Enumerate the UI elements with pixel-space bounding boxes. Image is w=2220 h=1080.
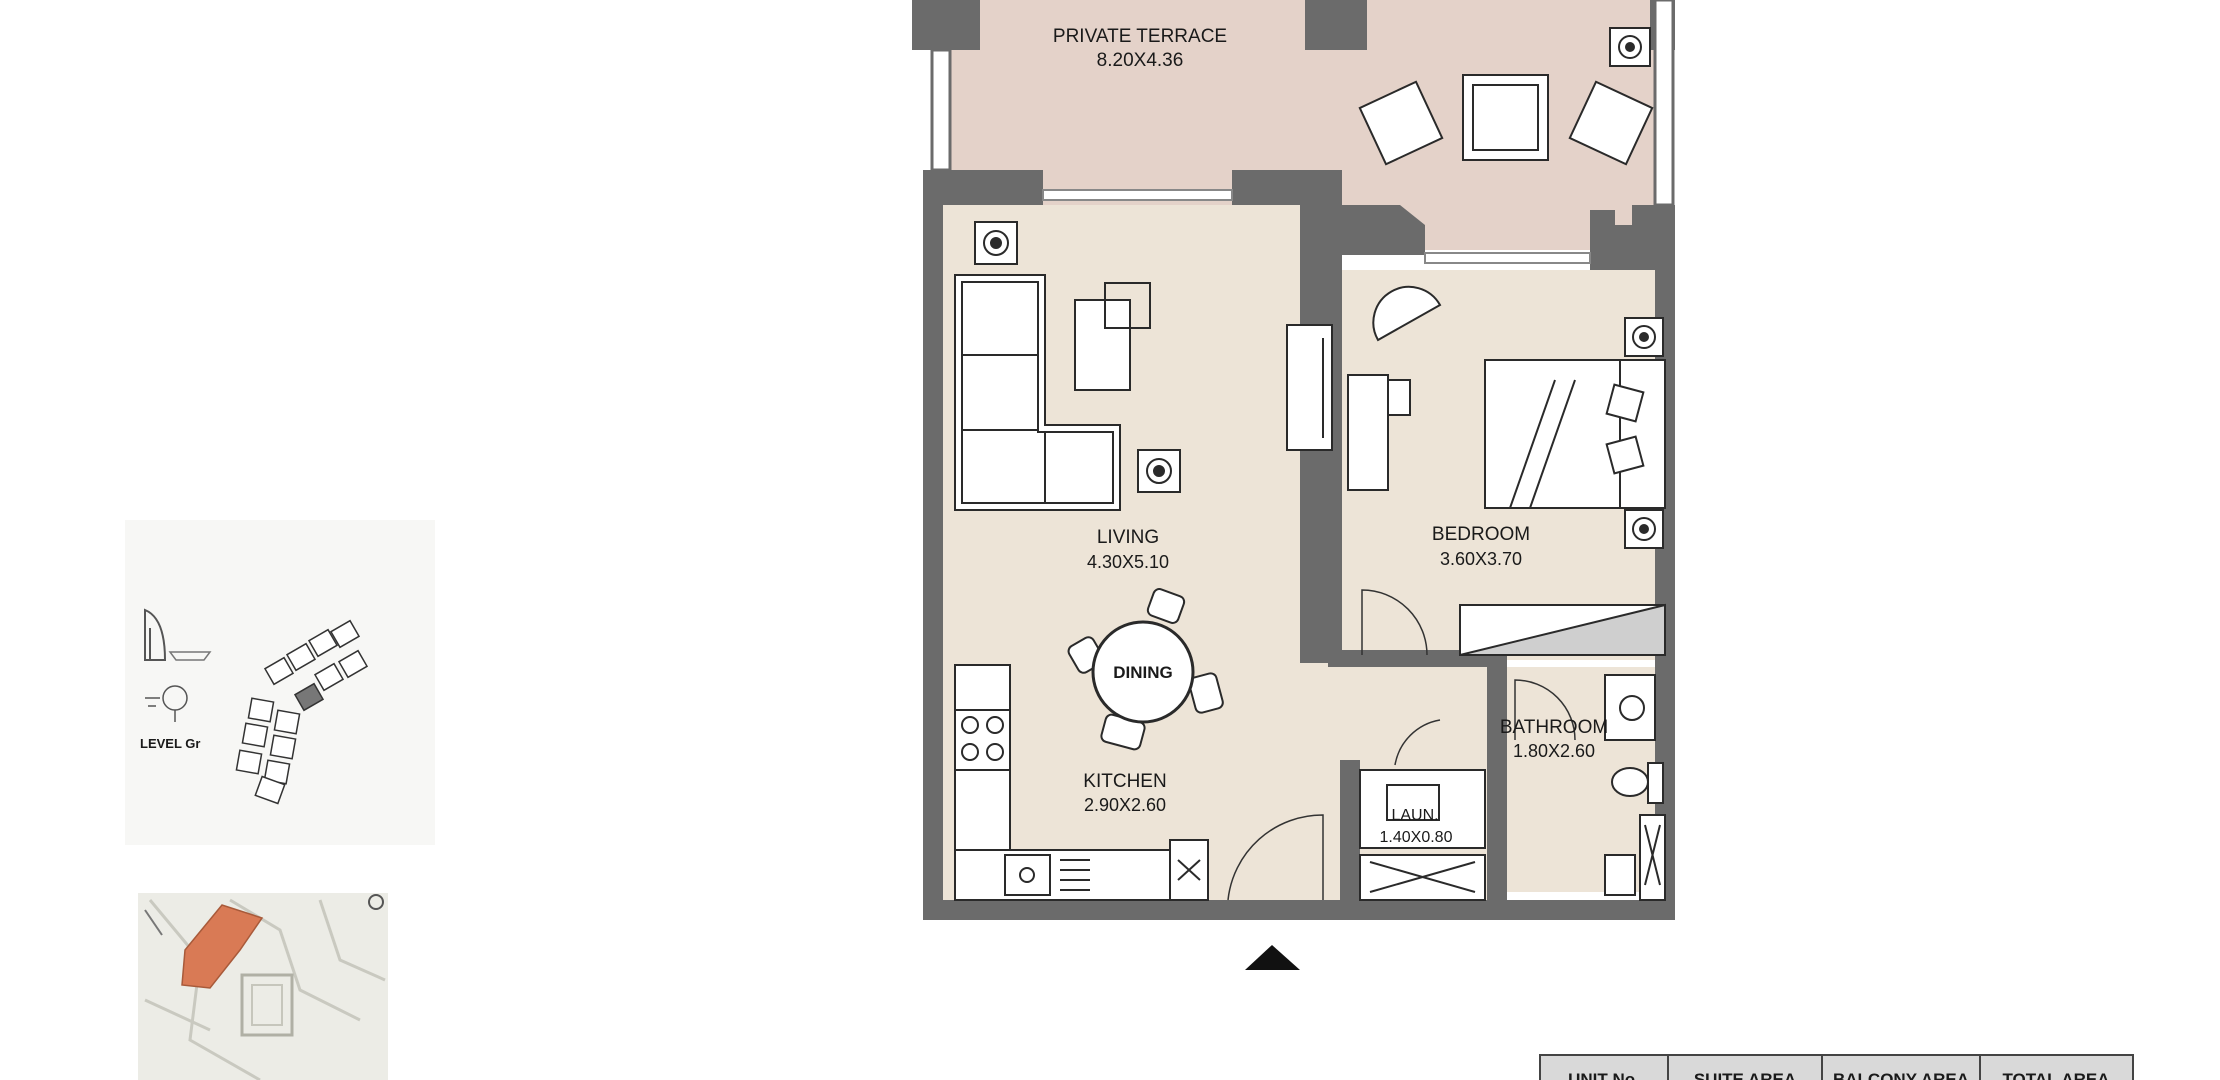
kitchen-name: KITCHEN: [1083, 771, 1166, 792]
desk-chair: [1387, 379, 1411, 416]
table-header-unit-no: UNIT No.: [1568, 1070, 1640, 1080]
lamp-living: [1137, 449, 1181, 493]
bathroom-dims: 1.80X2.60: [1513, 741, 1595, 761]
desk: [1347, 374, 1389, 491]
entrance-arrow: [1245, 945, 1300, 970]
living-dims: 4.30X5.10: [1087, 552, 1169, 572]
landmark-icon: [144, 608, 167, 661]
accent-chair: [1372, 285, 1442, 342]
laundry-dims: 1.40X0.80: [1380, 829, 1453, 846]
table-header-suite-area: SUITE AREA: [1694, 1070, 1796, 1080]
dining-table: [1067, 588, 1224, 751]
kitchen-dims: 2.90X2.60: [1084, 795, 1166, 815]
furniture: [954, 27, 1666, 901]
lamp-bedroom-top: [1624, 317, 1664, 357]
level-label: LEVEL Gr: [140, 736, 200, 751]
laundry-washer: [1386, 784, 1440, 821]
laundry-name: LAUN.: [1391, 807, 1438, 824]
living-name: LIVING: [1097, 527, 1159, 548]
key-plan: LEVEL Gr: [125, 520, 435, 845]
tree-icon: [145, 685, 188, 722]
wardrobe: [1459, 603, 1666, 656]
building-blocks: [235, 619, 369, 805]
side-table: [1104, 282, 1151, 329]
bathroom-name: BATHROOM: [1500, 717, 1608, 738]
bedroom-door: [1361, 589, 1428, 656]
table-header-balcony-area: BALCONY AREA: [1833, 1070, 1969, 1080]
site-highlight: [181, 904, 264, 989]
terrace-dims: 8.20X4.36: [1097, 50, 1184, 71]
windows: [1042, 189, 1591, 264]
site-map: [138, 893, 388, 1080]
compass-icon: [368, 894, 384, 910]
kitchen-counter: [954, 664, 1209, 901]
room-labels: PRIVATE TERRACE 8.20X4.36 LIVING 4.30X5.…: [1053, 26, 1608, 846]
lamp-living-top: [974, 221, 1018, 265]
bedroom-name: BEDROOM: [1432, 524, 1530, 545]
bathroom-door: [1514, 679, 1576, 741]
coffee-table: [1074, 299, 1131, 391]
entry-door: [1227, 814, 1324, 901]
dining-name: DINING: [1113, 663, 1173, 682]
lamp-bedroom-bottom: [1624, 509, 1664, 549]
bedroom-dims: 3.60X3.70: [1440, 549, 1522, 569]
tv-unit: [1286, 324, 1333, 451]
bed: [1484, 359, 1666, 509]
laundry-door: [1394, 719, 1441, 766]
bathroom-fixtures: [1604, 674, 1666, 901]
table-header-total-area: TOTAL AREA: [2002, 1070, 2109, 1080]
floor-plan: PRIVATE TERRACE 8.20X4.36 LIVING 4.30X5.…: [912, 0, 1675, 970]
sofa: [954, 274, 1121, 511]
terrace-furniture: [1358, 27, 1654, 166]
terrace-name: PRIVATE TERRACE: [1053, 26, 1227, 47]
laundry-closet: [1359, 769, 1486, 849]
area-table: UNIT No. SUITE AREA BALCONY AREA TOTAL A…: [1539, 1054, 2134, 1080]
